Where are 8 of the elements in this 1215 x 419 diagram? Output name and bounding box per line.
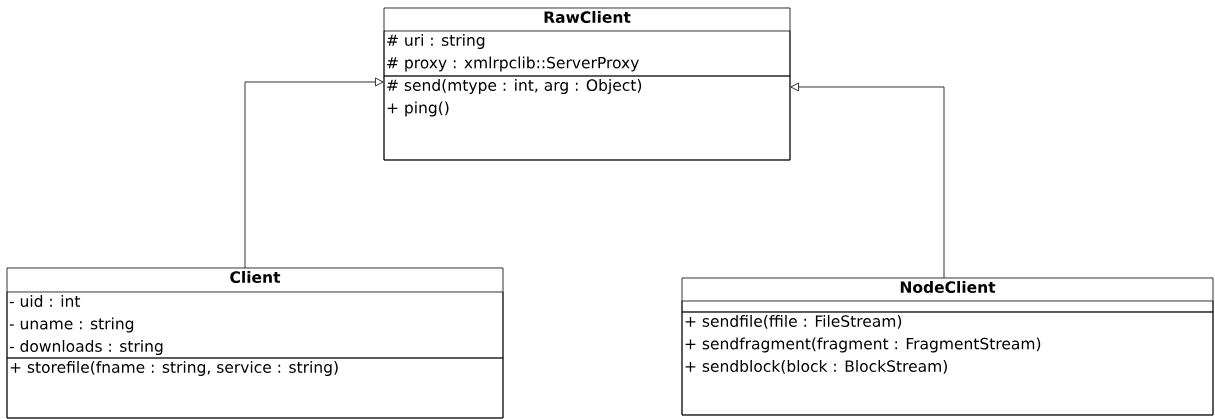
member-list: # uri : string # proxy : xmlrpclib::ServerProxy xyxy=(383,30,791,77)
member-list: # send(mtype : int, arg : Object) + ping() xyxy=(383,75,791,161)
inheritance-arrow xyxy=(790,82,945,279)
inheritance-arrow xyxy=(244,77,384,269)
empty-compartment xyxy=(681,300,1214,313)
member-list: + sendfile(ffile : FileStream) + sendfragment(fragment : FragmentStream) + sendblock(block : BlockStream) xyxy=(681,311,1214,416)
member-list: + storefile(fname : string, service : string) xyxy=(6,357,504,419)
member-list: - uid : int - uname : string - downloads : string xyxy=(6,291,504,359)
